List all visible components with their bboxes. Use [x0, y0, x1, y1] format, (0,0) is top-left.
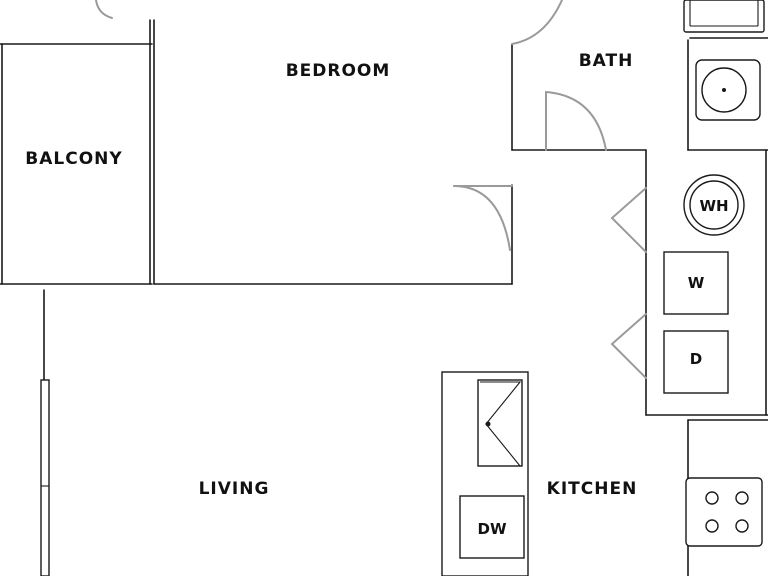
bath-label: BATH: [579, 51, 634, 71]
laundry-closet: [645, 149, 768, 416]
balcony-label: BALCONY: [25, 149, 122, 169]
svg-text:W: W: [688, 274, 705, 292]
door-swings: [95, 0, 647, 379]
water-heater-icon: WH: [683, 174, 745, 236]
dryer-icon: D: [663, 330, 729, 394]
bedroom-label: BEDROOM: [286, 61, 391, 81]
washer-icon: W: [663, 251, 729, 315]
living-label: LIVING: [199, 479, 270, 499]
dishwasher-label: DW: [478, 520, 507, 538]
svg-text:WH: WH: [699, 197, 728, 215]
svg-text:D: D: [690, 350, 702, 368]
dishwasher-box: [459, 495, 525, 559]
kitchen-label: KITCHEN: [547, 479, 638, 499]
bath-room: [683, 0, 768, 151]
kitchen-island: [441, 371, 529, 576]
balcony-room: [0, 19, 155, 285]
stove-icon: [685, 477, 763, 547]
bedroom-room: [153, 43, 647, 285]
living-window: [40, 289, 50, 576]
kitchen-sink-icon: [477, 379, 523, 467]
kitchen-counter: [685, 419, 768, 576]
